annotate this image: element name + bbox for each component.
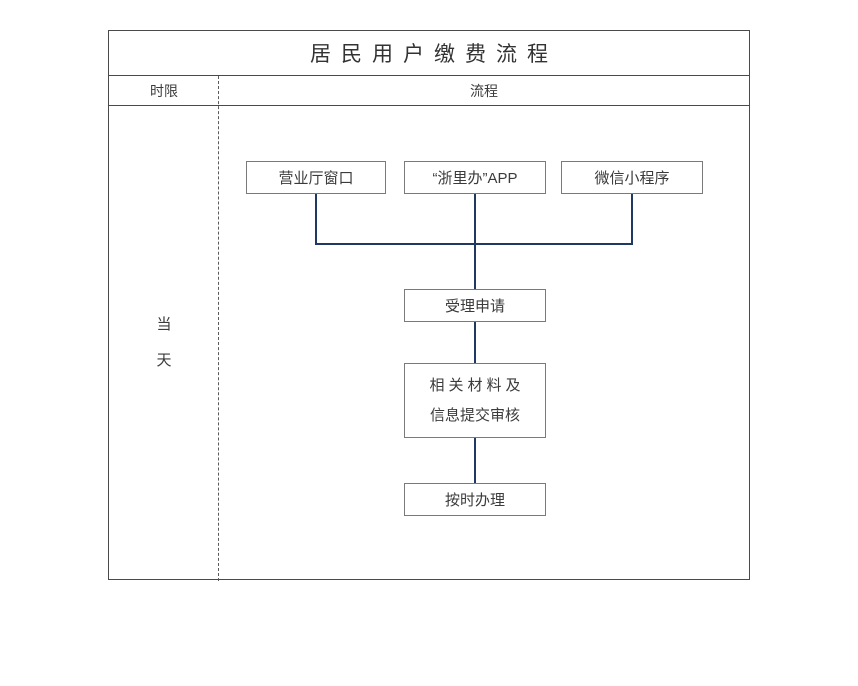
- connector-to-submit-materials: [474, 322, 476, 363]
- process-flow-table: 居民用户缴费流程 时限 流程 当 天 营业厅窗口 “浙里办”APP: [108, 30, 750, 581]
- column-header-process: 流程: [470, 82, 498, 99]
- node-timely-processing[interactable]: 按时办理: [404, 483, 546, 516]
- connector-channel-3-drop: [631, 194, 633, 245]
- node-label-line-2: 信息提交审核: [429, 406, 520, 424]
- node-label: 营业厅窗口: [278, 170, 354, 187]
- node-label: 按时办理: [444, 492, 505, 509]
- column-header-time-limit: 时限: [150, 82, 178, 99]
- connector-to-timely-processing: [474, 438, 476, 483]
- node-label: “浙里办”APP: [432, 170, 518, 187]
- table-title-row: 居民用户缴费流程: [109, 31, 749, 76]
- table-body-row: 当 天 营业厅窗口 “浙里办”APP 微信小程序 受理申请: [109, 106, 749, 579]
- page-title: 居民用户缴费流程: [310, 43, 558, 66]
- node-label: 受理申请: [444, 298, 505, 315]
- node-submit-materials-review[interactable]: 相关材料及 信息提交审核: [404, 363, 546, 438]
- time-limit-char-2: 天: [156, 351, 172, 369]
- time-limit-char-1: 当: [156, 315, 172, 333]
- time-limit-cell: 当 天: [109, 106, 219, 579]
- connector-to-accept-application: [474, 243, 476, 289]
- process-diagram-cell: 营业厅窗口 “浙里办”APP 微信小程序 受理申请 相关材料及 信息提交审核 按…: [219, 106, 749, 579]
- connector-channel-1-drop: [315, 194, 317, 245]
- node-label-line-1: 相关材料及: [429, 376, 525, 394]
- node-label: 微信小程序: [594, 170, 670, 187]
- column-divider-dashed: [218, 76, 219, 581]
- node-wechat-miniprogram[interactable]: 微信小程序: [561, 161, 703, 194]
- table-header-row: 时限 流程: [109, 76, 749, 106]
- node-accept-application[interactable]: 受理申请: [404, 289, 546, 322]
- connector-channel-2-drop: [474, 194, 476, 245]
- node-zhejiang-app[interactable]: “浙里办”APP: [404, 161, 546, 194]
- node-service-hall-window[interactable]: 营业厅窗口: [246, 161, 386, 194]
